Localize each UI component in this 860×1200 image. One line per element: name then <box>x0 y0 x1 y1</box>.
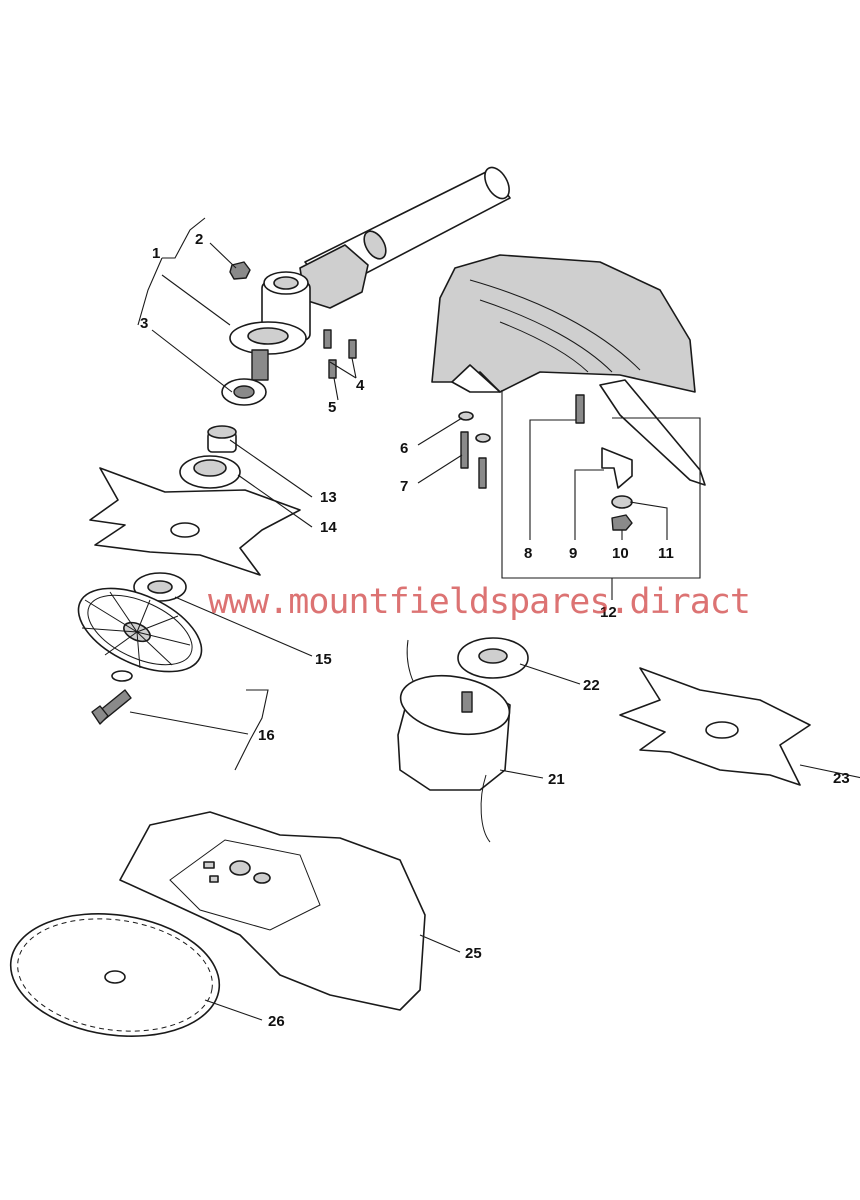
callout-11: 11 <box>658 545 674 562</box>
nut-part-2 <box>229 261 251 280</box>
guard-cover-part-25 <box>119 811 426 1011</box>
callout-9: 9 <box>569 545 577 562</box>
saw-blade-part-26 <box>9 913 221 1037</box>
watermark-text: www.mountfieldspares.diract <box>208 582 750 622</box>
callout-10: 10 <box>612 545 629 562</box>
collar-part-3 <box>221 378 267 406</box>
leader-lines <box>129 242 860 1021</box>
callout-8: 8 <box>524 545 532 562</box>
callout-15: 15 <box>315 651 332 668</box>
four-tooth-blade-right <box>619 667 811 786</box>
spacer-part-13 <box>207 425 237 453</box>
callout-4: 4 <box>356 377 365 394</box>
bolt-part-16 <box>91 670 133 725</box>
callout-7: 7 <box>400 478 408 495</box>
guard-hardware <box>458 394 633 531</box>
callout-2: 2 <box>195 231 203 248</box>
cup-part-14 <box>179 455 241 489</box>
callout-labels: 1 2 3 4 5 6 7 8 9 10 11 12 13 14 15 16 2… <box>140 231 850 1030</box>
group-brackets <box>137 217 701 771</box>
callout-3: 3 <box>140 315 148 332</box>
callout-6: 6 <box>400 440 408 457</box>
dish-guard-part-16 <box>77 587 203 673</box>
screws-part-4-5 <box>323 329 357 379</box>
callout-25: 25 <box>465 945 482 962</box>
washer-part-15 <box>133 572 187 602</box>
gear-head <box>229 244 369 381</box>
callout-23: 23 <box>833 770 850 787</box>
callout-21: 21 <box>548 771 565 788</box>
callout-12: 12 <box>600 604 617 621</box>
spool-head-part-21 <box>397 639 511 843</box>
callout-13: 13 <box>320 489 337 506</box>
guard-assembly-part-12 <box>431 254 706 486</box>
callout-1: 1 <box>152 245 160 262</box>
callout-5: 5 <box>328 399 336 416</box>
callout-22: 22 <box>583 677 600 694</box>
callout-14: 14 <box>320 519 337 536</box>
callout-26: 26 <box>268 1013 285 1030</box>
callout-16: 16 <box>258 727 275 744</box>
bump-cap-part-22 <box>457 637 529 679</box>
four-tooth-blade-left <box>89 467 301 576</box>
